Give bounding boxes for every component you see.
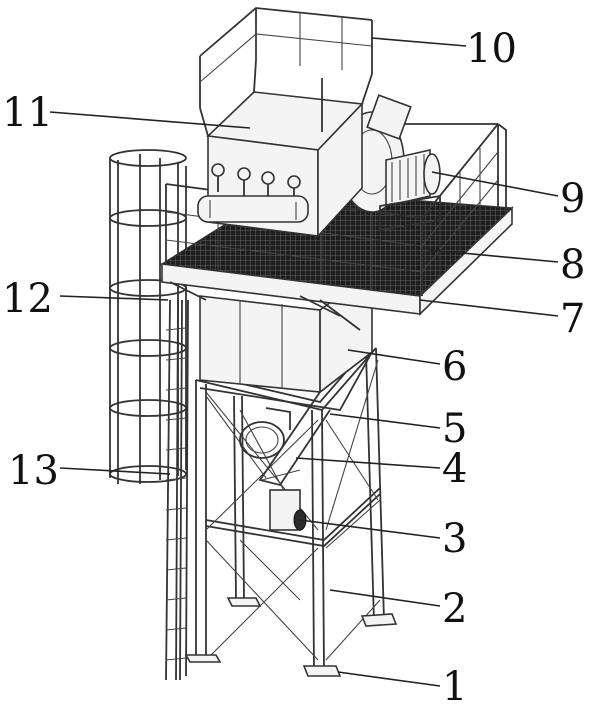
leader-9 bbox=[431, 171, 559, 197]
label-11: 11 bbox=[2, 90, 53, 136]
leader-2 bbox=[329, 589, 441, 607]
pressure-gauges bbox=[211, 163, 301, 204]
label-3: 3 bbox=[442, 516, 467, 562]
label-7: 7 bbox=[560, 296, 585, 342]
filter-housing bbox=[199, 270, 373, 393]
label-5: 5 bbox=[442, 406, 467, 452]
leader-1 bbox=[337, 671, 441, 687]
leader-8 bbox=[429, 249, 559, 263]
leader-11 bbox=[49, 111, 251, 129]
leader-6 bbox=[347, 349, 441, 365]
hopper bbox=[199, 351, 373, 487]
label-6: 6 bbox=[442, 344, 467, 390]
cage-ladder bbox=[109, 149, 189, 681]
label-4: 4 bbox=[442, 446, 467, 492]
leader-4 bbox=[295, 457, 441, 469]
leader-13 bbox=[59, 467, 171, 475]
label-1: 1 bbox=[442, 664, 467, 708]
label-12: 12 bbox=[2, 276, 53, 322]
label-10: 10 bbox=[466, 26, 517, 72]
label-2: 2 bbox=[442, 586, 467, 632]
leader-3 bbox=[299, 519, 441, 539]
support-frame bbox=[184, 341, 398, 677]
leader-lines bbox=[49, 37, 559, 687]
top-railing bbox=[199, 7, 373, 137]
leader-12 bbox=[59, 295, 169, 301]
part-labels: 1 2 3 4 5 6 7 8 9 10 11 12 13 bbox=[2, 26, 585, 708]
leader-10 bbox=[371, 37, 467, 47]
leader-7 bbox=[419, 299, 559, 317]
leader-5 bbox=[329, 413, 441, 429]
label-8: 8 bbox=[560, 242, 585, 288]
control-box bbox=[197, 91, 364, 239]
label-13: 13 bbox=[8, 448, 59, 494]
label-9: 9 bbox=[560, 176, 585, 222]
